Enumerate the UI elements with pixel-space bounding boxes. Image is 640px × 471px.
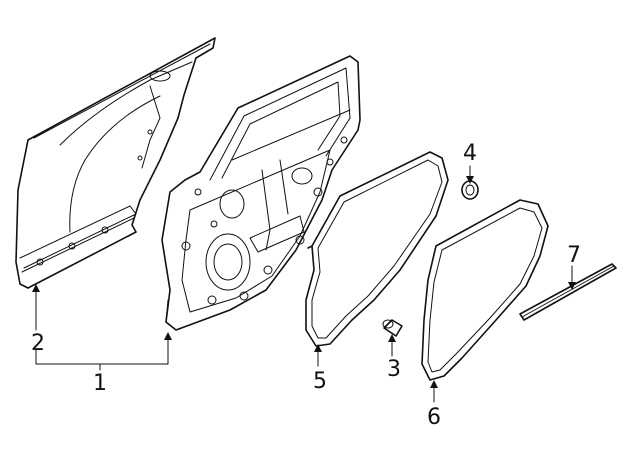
callout-4: 4	[463, 141, 477, 166]
door-inner-frame	[161, 55, 361, 331]
moulding-strip-part-7	[519, 263, 617, 321]
door-outer-skin-panel	[15, 37, 216, 289]
grommet-part-4	[461, 180, 479, 200]
weatherstrip-lower	[421, 199, 549, 381]
callout-1: 1	[93, 371, 107, 396]
callout-3: 3	[387, 357, 401, 382]
callout-7: 7	[567, 243, 581, 268]
weatherstrip-upper	[305, 151, 449, 347]
callout-6: 6	[427, 405, 441, 430]
plug-part-3	[382, 319, 403, 337]
callout-5: 5	[313, 369, 327, 394]
leader-lines	[32, 165, 576, 403]
callout-2: 2	[31, 331, 45, 356]
